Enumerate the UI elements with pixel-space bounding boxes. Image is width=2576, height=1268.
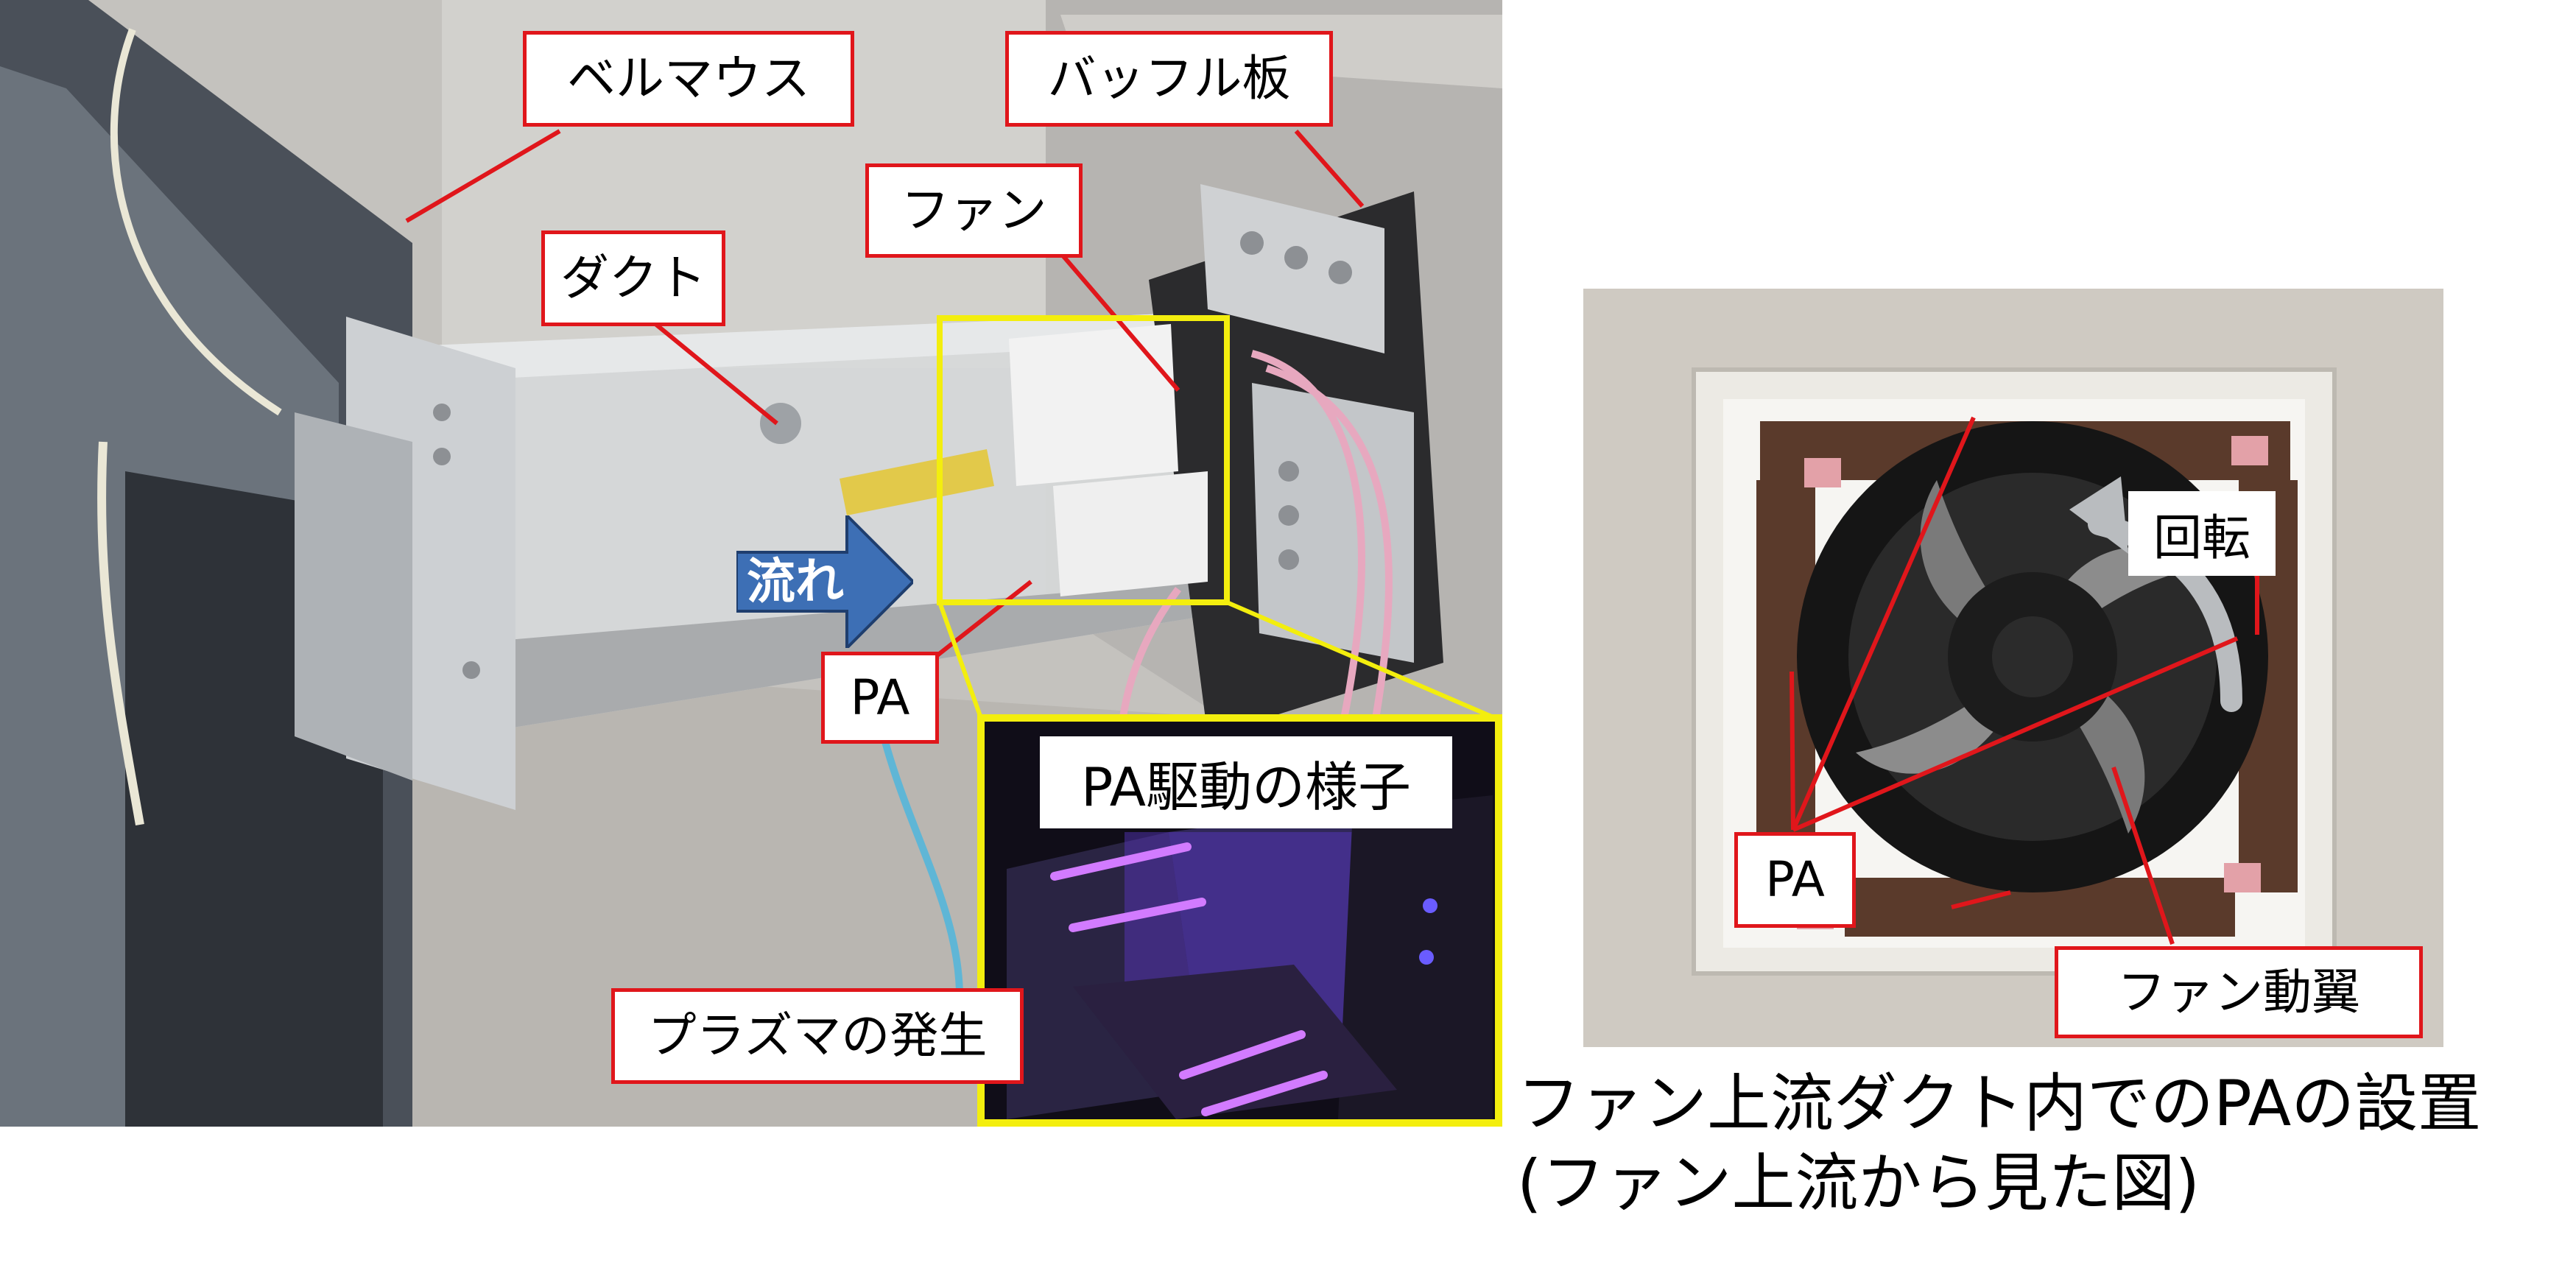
flow-arrow-icon: [736, 515, 913, 648]
label-rotation: 回転: [2128, 491, 2276, 576]
flow-label: 流れ: [747, 553, 844, 610]
label-pa-right: PA: [1734, 832, 1856, 928]
inset-title: PA駆動の様子: [1040, 736, 1452, 828]
label-baffle-plate: バッフル板: [1005, 31, 1333, 127]
label-pa: PA: [821, 652, 939, 744]
caption-line-2: (ファン上流から見た図): [1517, 1147, 2200, 1220]
label-fan-blade: ファン動翼: [2055, 946, 2423, 1038]
label-fan: ファン: [865, 163, 1083, 258]
fan-upstream-photo: [1583, 289, 2443, 1047]
right-callout-lines: [1790, 416, 2259, 945]
label-bellmouth: ベルマウス: [523, 31, 854, 127]
pa-drive-inset: PA駆動の様子: [977, 714, 1502, 1127]
label-plasma-generation: プラズマの発生: [611, 988, 1024, 1084]
caption-line-1: ファン上流ダクト内でのPAの設置: [1517, 1067, 2482, 1141]
figure-caption: ファン上流ダクト内でのPAの設置 (ファン上流から見た図): [1517, 1064, 2576, 1223]
label-duct: ダクト: [541, 230, 725, 326]
fan-scene: [1583, 289, 2443, 1047]
